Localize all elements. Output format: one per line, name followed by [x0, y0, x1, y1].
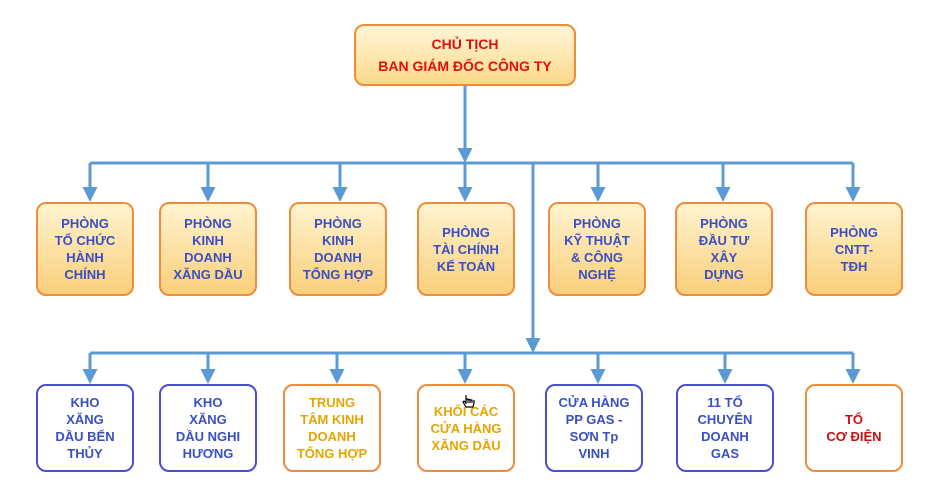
- node-label: PHÒNG KINH DOANH XĂNG DẦU: [173, 216, 243, 282]
- node-dept-technology[interactable]: PHÒNG KỸ THUẬT & CÔNG NGHỆ: [548, 202, 646, 296]
- node-label: PHÒNG TÀI CHÍNH KẾ TOÁN: [433, 224, 499, 274]
- node-label: KHO XĂNG DẦU NGHI HƯƠNG: [175, 395, 241, 461]
- node-label: KHỐI CÁC CỬA HÀNG XĂNG DẦU: [430, 403, 502, 453]
- node-dept-it-automation[interactable]: PHÒNG CNTT- TĐH: [805, 202, 903, 296]
- node-label: TỔ CƠ ĐIỆN: [826, 412, 882, 444]
- node-unit-ben-thuy-depot[interactable]: KHO XĂNG DẦU BẾN THỦY: [36, 384, 134, 472]
- node-label: 11 TỔ CHUYÊN DOANH GAS: [697, 395, 753, 461]
- node-dept-fuel-business[interactable]: PHÒNG KINH DOANH XĂNG DẦU: [159, 202, 257, 296]
- hand-pointer-icon: [462, 395, 475, 408]
- node-dept-finance-accounting[interactable]: PHÒNG TÀI CHÍNH KẾ TOÁN: [417, 202, 515, 296]
- node-dept-organization-admin[interactable]: PHÒNG TỔ CHỨC HÀNH CHÍNH: [36, 202, 134, 296]
- node-label: KHO XĂNG DẦU BẾN THỦY: [55, 395, 115, 461]
- node-dept-general-business[interactable]: PHÒNG KINH DOANH TỔNG HỢP: [289, 202, 387, 296]
- node-label: CỬA HÀNG PP GAS - SƠN Tp VINH: [558, 395, 630, 461]
- node-unit-gas-paint-store[interactable]: CỬA HÀNG PP GAS - SƠN Tp VINH: [545, 384, 643, 472]
- node-unit-fuel-stations[interactable]: KHỐI CÁC CỬA HÀNG XĂNG DẦU: [417, 384, 515, 472]
- board-label: BAN GIÁM ĐỐC CÔNG TY: [378, 58, 552, 74]
- node-unit-nghi-huong-depot[interactable]: KHO XĂNG DẦU NGHI HƯƠNG: [159, 384, 257, 472]
- node-label: PHÒNG CNTT- TĐH: [830, 224, 878, 274]
- node-label: PHÒNG KINH DOANH TỔNG HỢP: [302, 216, 374, 282]
- node-unit-gas-teams[interactable]: 11 TỔ CHUYÊN DOANH GAS: [676, 384, 774, 472]
- node-label: PHÒNG TỔ CHỨC HÀNH CHÍNH: [54, 216, 116, 282]
- node-label: TRUNG TÂM KINH DOANH TỔNG HỢP: [296, 395, 368, 461]
- node-dept-investment-construction[interactable]: PHÒNG ĐẦU TƯ XÂY DỰNG: [675, 202, 773, 296]
- chairman-label: CHỦ TỊCH: [431, 36, 499, 52]
- node-unit-electromechanical-team[interactable]: TỔ CƠ ĐIỆN: [805, 384, 903, 472]
- node-chairman-board[interactable]: CHỦ TỊCH BAN GIÁM ĐỐC CÔNG TY: [354, 24, 576, 86]
- node-label: PHÒNG KỸ THUẬT & CÔNG NGHỆ: [564, 216, 630, 282]
- node-unit-business-center[interactable]: TRUNG TÂM KINH DOANH TỔNG HỢP: [283, 384, 381, 472]
- node-label: PHÒNG ĐẦU TƯ XÂY DỰNG: [698, 216, 750, 282]
